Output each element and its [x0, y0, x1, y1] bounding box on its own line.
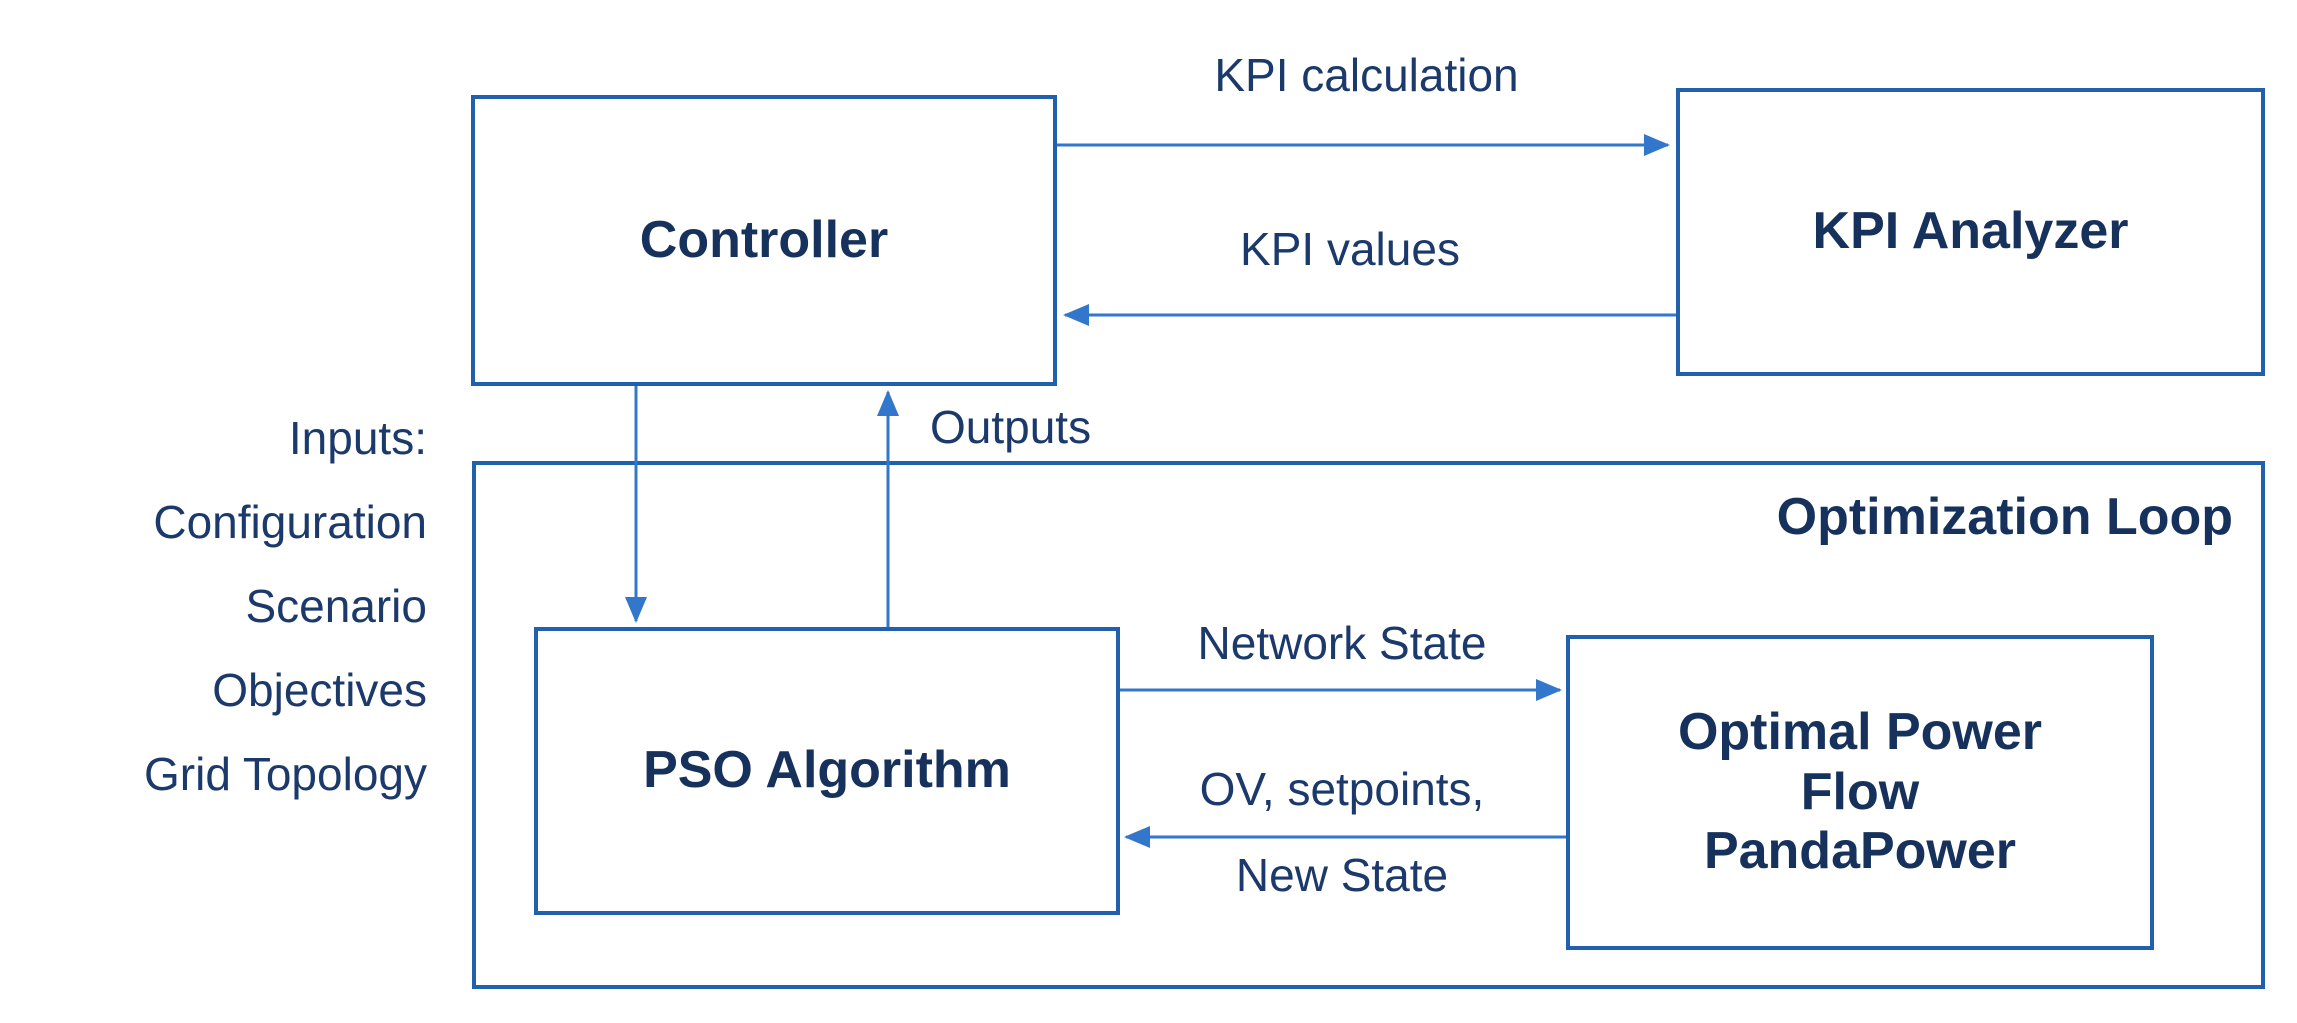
kpi-values-label: KPI values — [1240, 223, 1460, 275]
optimization-loop-box: Optimization Loop — [472, 461, 2265, 989]
optimization-loop-title: Optimization Loop — [1776, 488, 2233, 546]
inputs-list: Inputs: Configuration Scenario Objective… — [20, 396, 427, 816]
optimal-power-flow-box: Optimal Power Flow PandaPower — [1566, 635, 2154, 950]
pso-algorithm-box: PSO Algorithm — [534, 627, 1120, 915]
inputs-item-grid-topology: Grid Topology — [144, 748, 427, 800]
inputs-item-scenario: Scenario — [245, 580, 427, 632]
pso-algorithm-title: PSO Algorithm — [643, 741, 1011, 800]
kpi-analyzer-title: KPI Analyzer — [1812, 202, 2129, 261]
kpi-calculation-label: KPI calculation — [1214, 49, 1519, 101]
controller-title: Controller — [639, 210, 889, 269]
opf-title-line-3: PandaPower — [1703, 822, 2017, 881]
kpi-analyzer-box: KPI Analyzer — [1676, 88, 2265, 376]
opf-title-line-2: Flow — [1800, 762, 1920, 821]
outputs-label: Outputs — [930, 401, 1092, 453]
opf-title-line-1: Optimal Power — [1677, 702, 2043, 761]
new-state-label: New State — [1235, 849, 1449, 901]
inputs-item-configuration: Configuration — [153, 496, 427, 548]
controller-box: Controller — [471, 95, 1057, 386]
network-state-label: Network State — [1197, 617, 1487, 669]
ov-setpoints-label: OV, setpoints, — [1199, 763, 1485, 815]
inputs-title: Inputs: — [288, 412, 427, 464]
inputs-item-objectives: Objectives — [212, 664, 427, 716]
